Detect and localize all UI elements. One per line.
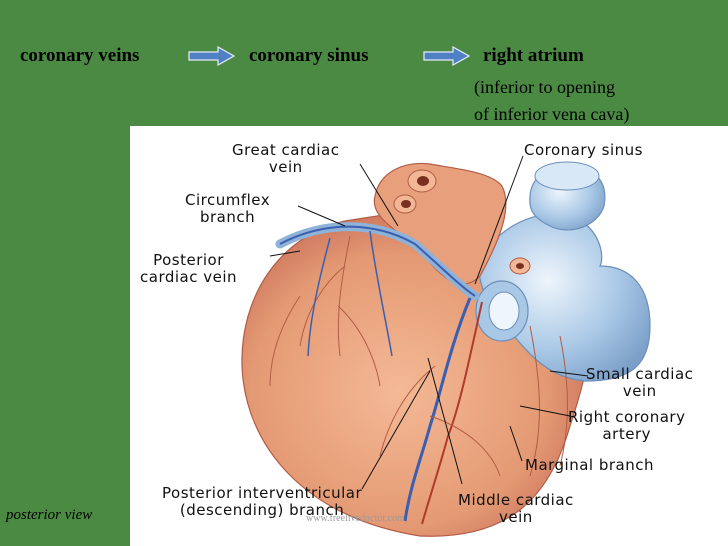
label-posterior-interventricular-branch: Posterior interventricular(descending) b…	[162, 484, 363, 519]
arrow-right-icon	[188, 46, 236, 66]
flow-step-right-atrium: right atrium	[483, 45, 584, 66]
caption-posterior-view: posterior view	[6, 507, 93, 523]
flow-note-line2: of inferior vena cava)	[474, 104, 630, 124]
arrow-right-icon	[423, 46, 471, 66]
label-coronary-sinus: Coronary sinus	[524, 141, 643, 159]
watermark: www.freelivedoctor.com	[306, 513, 405, 524]
flow-note-line1: (inferior to opening	[474, 77, 615, 97]
flow-step-coronary-veins: coronary veins	[20, 45, 140, 66]
label-marginal-branch: Marginal branch	[525, 456, 655, 474]
middle-cardiac-vein-vessel	[403, 297, 472, 522]
flow-step-coronary-sinus: coronary sinus	[249, 45, 369, 66]
heart-illustration	[241, 155, 651, 537]
